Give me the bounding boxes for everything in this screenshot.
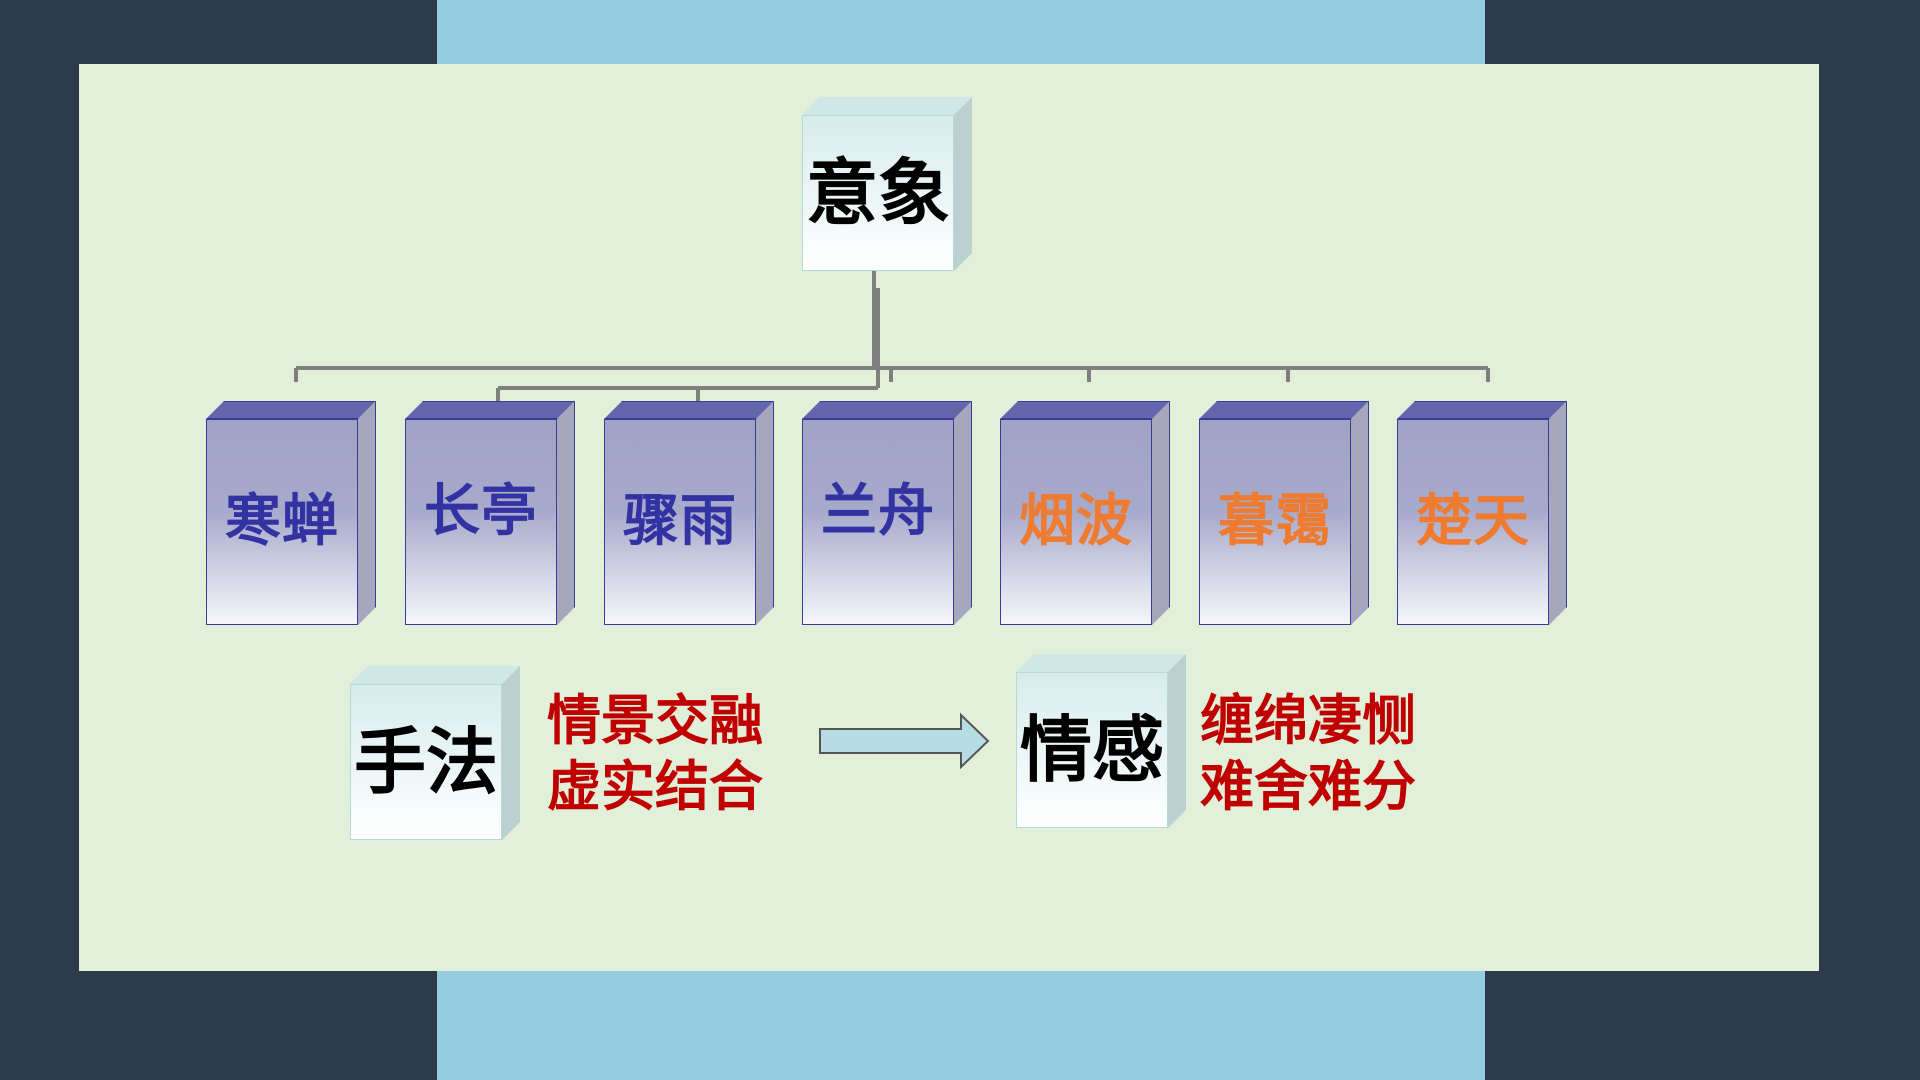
emotion-line-2: 难舍难分: [1200, 755, 1416, 818]
root-label: 意象: [805, 151, 950, 235]
right-arrow-icon: [819, 712, 990, 770]
technique-line-2: 虚实结合: [547, 755, 763, 818]
image-label: 兰舟: [821, 479, 935, 544]
image-label: 烟波: [1019, 489, 1133, 554]
image-label: 楚天: [1416, 489, 1530, 554]
technique-description: 情景交融 虚实结合: [547, 688, 763, 820]
image-label: 寒蝉: [225, 489, 339, 554]
image-label: 暮霭: [1218, 489, 1332, 554]
image-label: 长亭: [424, 479, 538, 544]
emotion-label: 情感: [1019, 708, 1164, 792]
technique-line-1: 情景交融: [547, 689, 763, 752]
image-label: 骤雨: [623, 489, 737, 554]
technique-label: 手法: [353, 720, 498, 804]
emotion-description: 缠绵凄恻 难舍难分: [1200, 688, 1416, 820]
emotion-line-1: 缠绵凄恻: [1200, 689, 1416, 752]
